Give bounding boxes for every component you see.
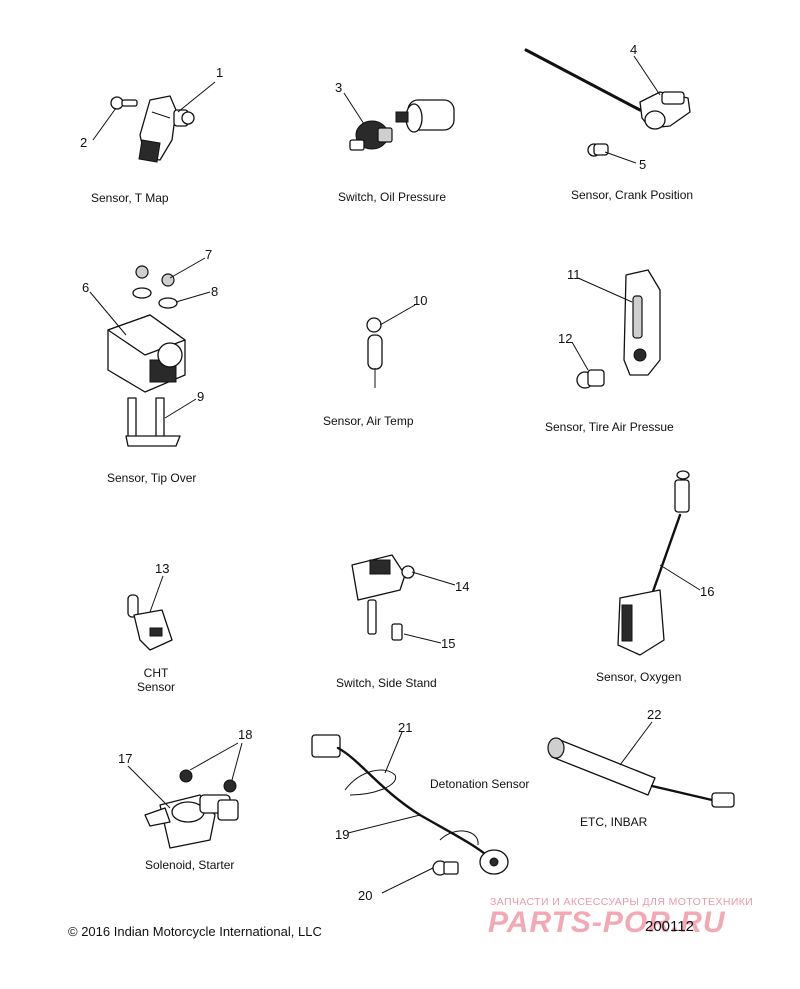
watermark-brand: PARTS-POR.RU <box>488 906 726 939</box>
callout-14: 14 <box>455 579 470 594</box>
callout-1: 1 <box>216 65 224 80</box>
caption-tire-air: Sensor, Tire Air Pressue <box>545 420 674 434</box>
copyright-text: © 2016 Indian Motorcycle International, … <box>68 924 322 939</box>
watermark-tagline: ЗАПЧАСТИ И АКСЕССУАРЫ ДЛЯ МОТОТЕХНИКИ <box>490 896 754 908</box>
callout-3: 3 <box>335 80 343 95</box>
caption-oxygen: Sensor, Oxygen <box>596 670 682 684</box>
callout-17: 17 <box>118 751 133 766</box>
cht-sensor-drawing <box>127 594 173 651</box>
oil-pressure-switch-drawing <box>349 99 455 151</box>
callout-5: 5 <box>639 157 647 172</box>
starter-solenoid-drawing <box>144 769 239 849</box>
callout-12: 12 <box>558 331 573 346</box>
tip-over-sensor-drawing <box>107 265 186 447</box>
callout-8: 8 <box>211 284 219 299</box>
caption-tip-over: Sensor, Tip Over <box>107 471 197 485</box>
caption-detonation: Detonation Sensor <box>430 777 530 791</box>
caption-cht-line1: CHT <box>143 666 169 680</box>
callout-20: 20 <box>358 888 373 903</box>
callout-21: 21 <box>398 720 413 735</box>
tire-pressure-sensor-drawing <box>576 269 661 389</box>
callout-4: 4 <box>630 42 638 57</box>
callout-18: 18 <box>238 727 253 742</box>
etc-inbar-drawing <box>547 737 735 808</box>
caption-crank-position: Sensor, Crank Position <box>571 188 694 202</box>
callout-22: 22 <box>647 707 662 722</box>
t-map-screw-drawing <box>110 96 138 110</box>
crank-position-sensor-drawing <box>524 48 691 130</box>
t-map-sensor-drawing <box>138 95 195 163</box>
crank-pin-drawing <box>587 143 609 157</box>
callout-15: 15 <box>441 636 456 651</box>
callout-10: 10 <box>413 293 428 308</box>
drawing-number: 200112 <box>645 918 694 935</box>
caption-air-temp: Sensor, Air Temp <box>323 414 414 428</box>
caption-side-stand: Switch, Side Stand <box>336 676 437 690</box>
caption-oil-pressure: Switch, Oil Pressure <box>338 190 447 204</box>
oxygen-sensor-drawing <box>617 470 690 656</box>
side-stand-switch-drawing <box>351 554 415 641</box>
callout-2: 2 <box>80 135 88 150</box>
detonation-sensor-drawing <box>311 734 509 876</box>
callout-6: 6 <box>82 280 90 295</box>
air-temp-sensor-drawing <box>366 317 383 388</box>
caption-t-map: Sensor, T Map <box>91 191 169 205</box>
caption-etc-inbar: ETC, INBAR <box>580 815 648 829</box>
leader-lines <box>89 55 701 894</box>
callout-7: 7 <box>205 247 213 262</box>
callout-13: 13 <box>155 561 170 576</box>
caption-starter: Solenoid, Starter <box>145 858 235 872</box>
callout-16: 16 <box>700 584 715 599</box>
caption-cht-line2: Sensor <box>136 680 176 694</box>
callout-9: 9 <box>197 389 205 404</box>
callout-19: 19 <box>335 827 350 842</box>
callout-11: 11 <box>567 267 581 282</box>
